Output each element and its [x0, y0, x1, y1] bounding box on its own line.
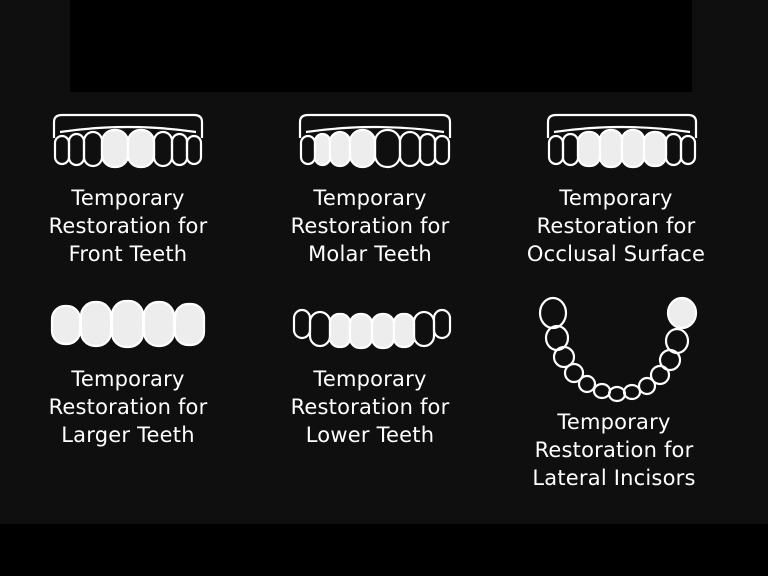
caption-line: Temporary: [557, 410, 671, 434]
caption-line: Restoration for: [534, 438, 694, 462]
card-caption: Temporary Restoration for Front Teeth: [28, 184, 228, 268]
dental-arch-lateral-incisor-icon: [538, 296, 698, 403]
card-caption: Temporary Restoration for Larger Teeth: [28, 365, 228, 449]
caption-line: Temporary: [71, 186, 185, 210]
caption-line: Temporary: [559, 186, 673, 210]
caption-line: Restoration for: [536, 214, 696, 238]
caption-line: Front Teeth: [68, 242, 188, 266]
larger-teeth-row-icon: [50, 299, 206, 349]
upper-arch-front-teeth-icon: [52, 113, 204, 169]
top-dark-panel: [70, 0, 692, 92]
caption-line: Restoration for: [290, 395, 450, 419]
caption-line: Molar Teeth: [308, 242, 432, 266]
card-caption: Temporary Restoration for Molar Teeth: [270, 184, 470, 268]
upper-arch-molar-teeth-icon: [298, 113, 452, 169]
caption-line: Restoration for: [290, 214, 450, 238]
caption-line: Temporary: [71, 367, 185, 391]
caption-line: Temporary: [313, 186, 427, 210]
card-caption: Temporary Restoration for Occlusal Surfa…: [516, 184, 716, 268]
caption-line: Restoration for: [48, 395, 208, 419]
caption-line: Lower Teeth: [305, 423, 435, 447]
lower-teeth-row-icon: [292, 308, 452, 350]
bottom-dark-band: [0, 524, 768, 576]
upper-arch-occlusal-surface-icon: [546, 113, 698, 169]
caption-line: Lateral Incisors: [532, 466, 696, 490]
caption-line: Larger Teeth: [61, 423, 195, 447]
card-caption: Temporary Restoration for Lateral Inciso…: [514, 408, 714, 492]
caption-line: Restoration for: [48, 214, 208, 238]
caption-line: Occlusal Surface: [526, 242, 706, 266]
card-caption: Temporary Restoration for Lower Teeth: [270, 365, 470, 449]
caption-line: Temporary: [313, 367, 427, 391]
